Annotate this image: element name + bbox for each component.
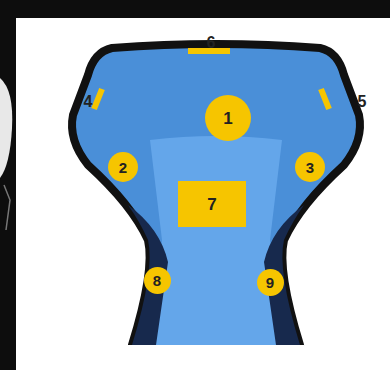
callout-number: 1 <box>223 110 232 127</box>
callout-number: 3 <box>306 160 314 175</box>
callout-circle: 2 <box>108 152 138 182</box>
side-fragment <box>0 78 12 178</box>
callout-number: 8 <box>153 273 161 288</box>
seat-cut <box>128 345 304 351</box>
sensor-strip <box>321 89 329 109</box>
sensor-strip <box>94 89 102 109</box>
callout-number: 4 <box>84 94 93 110</box>
callout-box: 7 <box>178 181 246 227</box>
seat-outline <box>72 44 360 345</box>
side-fragment-line <box>4 185 10 230</box>
callout-circle: 1 <box>205 95 251 141</box>
callout-number: 6 <box>207 35 216 51</box>
callout-number: 5 <box>358 94 367 110</box>
callout-number: 7 <box>207 196 216 213</box>
side-bar <box>0 0 16 370</box>
top-bar <box>0 0 390 18</box>
callout-number: 2 <box>119 160 127 175</box>
callout-circle: 9 <box>257 269 284 296</box>
callout-number: 9 <box>266 275 274 290</box>
callout-circle: 3 <box>295 152 325 182</box>
seat-panel <box>150 136 282 345</box>
callout-circle: 8 <box>144 267 171 294</box>
right-bolster <box>264 205 304 345</box>
